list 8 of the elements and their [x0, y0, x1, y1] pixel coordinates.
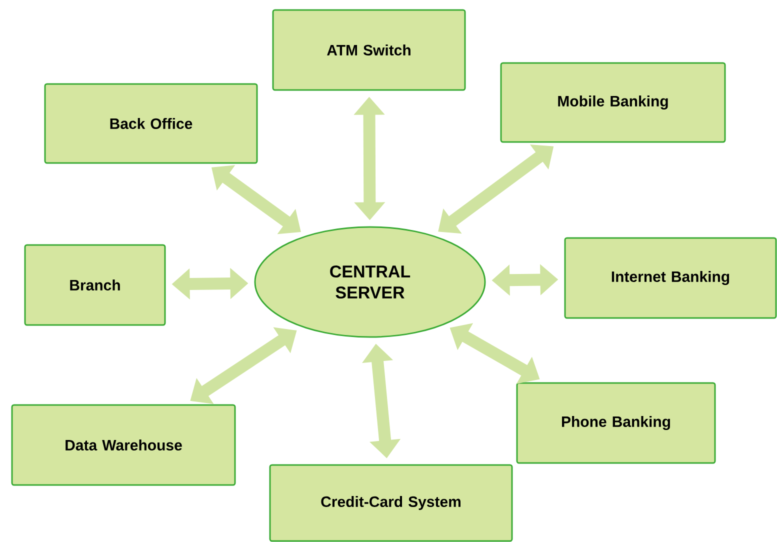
- system-box: Phone Banking: [516, 382, 716, 464]
- system-box: Data Warehouse: [11, 404, 236, 486]
- system-box: Mobile Banking: [500, 62, 726, 143]
- system-box: Credit-Card System: [269, 464, 513, 542]
- system-box: Branch: [24, 244, 166, 326]
- system-box: ATM Switch: [272, 9, 466, 91]
- system-box: Back Office: [44, 83, 258, 164]
- system-box: Internet Banking: [564, 237, 777, 319]
